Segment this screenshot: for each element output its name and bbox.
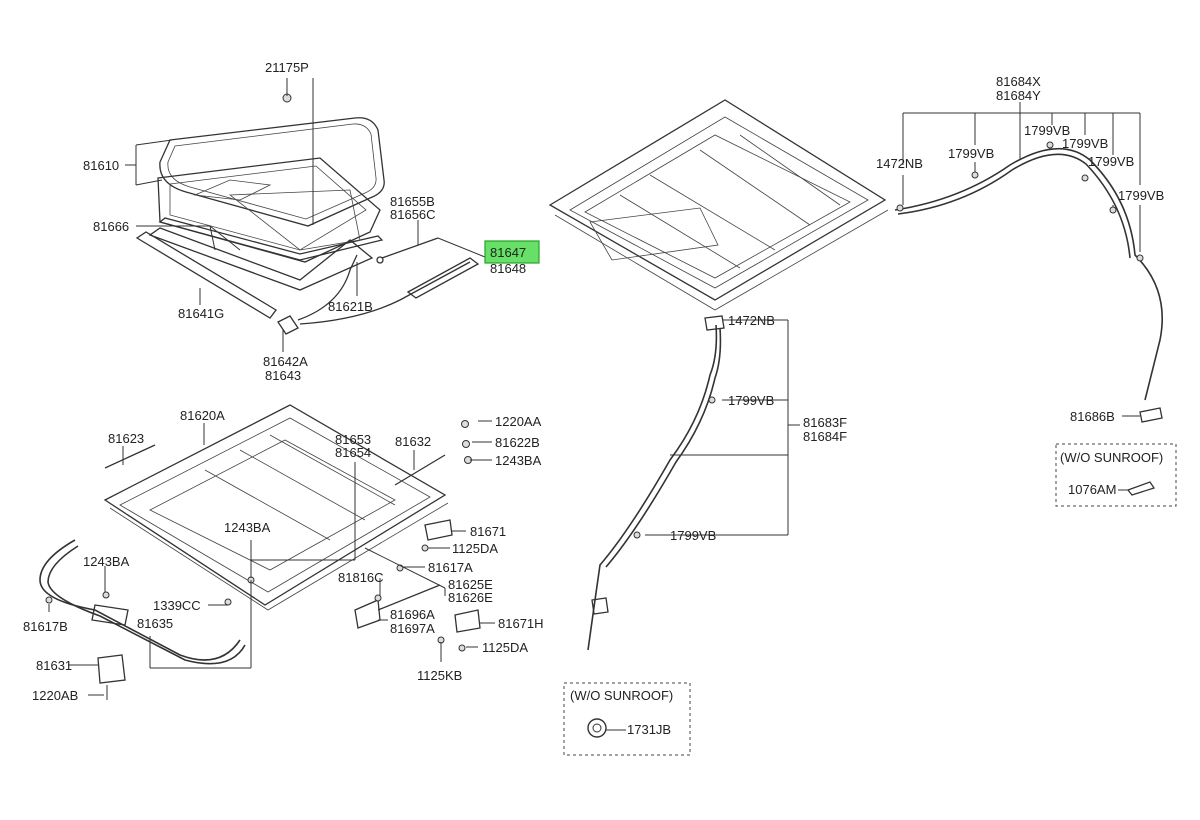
label-81684X: 81684X bbox=[996, 74, 1041, 89]
label-1472NB-b: 1472NB bbox=[728, 313, 775, 328]
label-81621B: 81621B bbox=[328, 299, 373, 314]
label-81683F: 81683F bbox=[803, 415, 847, 430]
label-81684F: 81684F bbox=[803, 429, 847, 444]
wo-sunroof-box-bottom bbox=[563, 682, 691, 756]
label-81610: 81610 bbox=[83, 158, 119, 173]
grommet-icon bbox=[587, 718, 607, 738]
label-1243BA-b: 1243BA bbox=[224, 520, 271, 535]
label-81684Y: 81684Y bbox=[996, 88, 1041, 103]
label-81623: 81623 bbox=[108, 431, 144, 446]
label-81656C: 81656C bbox=[390, 207, 436, 222]
roof-panel-assembly bbox=[548, 99, 889, 311]
label-1799VB-g: 1799VB bbox=[670, 528, 716, 543]
label-1125KB: 1125KB bbox=[417, 668, 462, 683]
label-81632: 81632 bbox=[395, 434, 431, 449]
label-wo-sunroof-right: (W/O SUNROOF) bbox=[1060, 450, 1163, 465]
label-1125DA-b: 1125DA bbox=[482, 640, 528, 655]
label-81648: 81648 bbox=[490, 261, 526, 276]
drain-hoses bbox=[587, 141, 1163, 651]
label-1125DA-a: 1125DA bbox=[452, 541, 498, 556]
wo-sunroof-box-right bbox=[1055, 443, 1177, 507]
label-81635: 81635 bbox=[137, 616, 173, 631]
label-81671H: 81671H bbox=[498, 616, 544, 631]
label-81647: 81647 bbox=[490, 245, 526, 260]
label-81696A: 81696A bbox=[390, 607, 435, 622]
label-81631: 81631 bbox=[36, 658, 72, 673]
label-81625E: 81625E bbox=[448, 577, 493, 592]
label-81666: 81666 bbox=[93, 219, 129, 234]
leaders-mid-left bbox=[48, 420, 495, 696]
label-81617A: 81617A bbox=[428, 560, 473, 575]
label-1799VB-f: 1799VB bbox=[728, 393, 774, 408]
label-1076AM: 1076AM bbox=[1068, 482, 1116, 497]
label-81697A: 81697A bbox=[390, 621, 435, 636]
label-81626E: 81626E bbox=[448, 590, 493, 605]
label-81617B: 81617B bbox=[23, 619, 68, 634]
label-81641G: 81641G bbox=[178, 306, 224, 321]
label-81620A: 81620A bbox=[180, 408, 225, 423]
label-81655B: 81655B bbox=[390, 194, 435, 209]
label-1799VB-c: 1799VB bbox=[1062, 136, 1108, 151]
label-1243BA-c: 1243BA bbox=[83, 554, 130, 569]
label-81686B: 81686B bbox=[1070, 409, 1115, 424]
label-81671: 81671 bbox=[470, 524, 506, 539]
label-1243BA-a: 1243BA bbox=[495, 453, 542, 468]
label-81642A: 81642A bbox=[263, 354, 308, 369]
label-1220AB: 1220AB bbox=[32, 688, 78, 703]
label-1799VB-b: 1799VB bbox=[1024, 123, 1070, 138]
label-1731JB: 1731JB bbox=[627, 722, 671, 737]
label-1799VB-e: 1799VB bbox=[1118, 188, 1164, 203]
label-81643: 81643 bbox=[265, 368, 301, 383]
leaders-right bbox=[645, 102, 1141, 536]
label-1799VB-a: 1799VB bbox=[948, 146, 994, 161]
sunroof-frame-assembly bbox=[103, 404, 481, 652]
label-81816C: 81816C bbox=[338, 570, 384, 585]
highlight-box-81647 bbox=[484, 240, 540, 264]
sunroof-glass-assembly bbox=[135, 93, 480, 335]
label-1339CC: 1339CC bbox=[153, 598, 201, 613]
label-1472NB-a: 1472NB bbox=[876, 156, 923, 171]
plug-icon bbox=[1126, 481, 1156, 496]
label-21175P: 21175P bbox=[265, 60, 309, 75]
label-wo-sunroof-bottom: (W/O SUNROOF) bbox=[570, 688, 673, 703]
label-1220AA: 1220AA bbox=[495, 414, 542, 429]
label-81653: 81653 bbox=[335, 432, 371, 447]
label-81654: 81654 bbox=[335, 445, 371, 460]
leaders-top-left bbox=[125, 78, 486, 352]
label-1799VB-d: 1799VB bbox=[1088, 154, 1134, 169]
label-81622B: 81622B bbox=[495, 435, 540, 450]
motor-assembly bbox=[39, 539, 246, 700]
